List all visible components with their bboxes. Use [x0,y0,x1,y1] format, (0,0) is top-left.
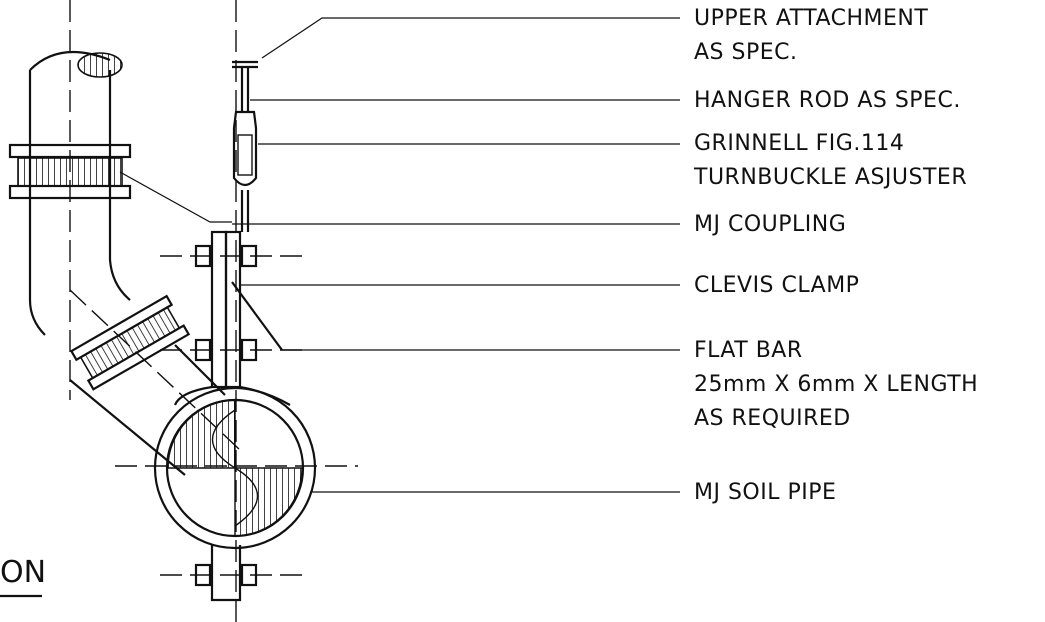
title-fragment: ON [0,555,46,590]
clamp-ear-left-top [173,385,213,406]
callout-labels: UPPER ATTACHMENT AS SPEC. HANGER ROD AS … [693,6,978,505]
pipe-cut-hatch [77,52,123,78]
callout-flat-bar-line1: FLAT BAR [694,338,803,363]
turnbuckle-body [232,110,258,187]
hanger-assembly [115,0,358,622]
leader-upper-attachment [261,17,680,59]
flat-bar [231,281,283,351]
clamp-ear-right-top [239,385,291,406]
turnbuckle-slot [237,134,253,176]
pipe-wall-left [28,70,46,336]
callout-hanger-rod: HANGER ROD AS SPEC. [694,88,961,113]
coupling-ring-top [8,143,132,159]
clamp-ring-outer [153,386,317,550]
coupling-leader [119,171,232,223]
pipe-section-hatch-bottom [234,467,303,537]
clamp-bottom-strap [210,545,242,602]
callout-upper-attachment-line1: UPPER ATTACHMENT [694,6,928,31]
callout-flat-bar-line2: 25mm X 6mm X LENGTH [694,372,978,397]
pipe-section-s-curve [211,409,259,527]
clevis-strap-right [224,230,242,389]
pipe-wall-right [108,70,131,301]
callout-turnbuckle-line2: TURNBUCKLE ASJUSTER [693,165,967,190]
leader-lines [0,17,680,598]
coupling-band [17,157,123,187]
callout-mj-soil-pipe: MJ SOIL PIPE [694,480,836,505]
clevis-strap-left [210,230,228,389]
callout-flat-bar-line3: AS REQUIRED [694,406,851,431]
diag-wall-lower [69,379,186,476]
pipe-section-hatch-top [167,399,236,469]
coupling-ring-bottom [8,184,132,200]
pipe-elevation [8,0,241,476]
callout-clevis-clamp: CLEVIS CLAMP [694,273,859,298]
callout-upper-attachment-line2: AS SPEC. [694,40,798,65]
angled-coupling [69,294,191,391]
callout-turnbuckle-line1: GRINNELL FIG.114 [694,131,904,156]
callout-mj-coupling: MJ COUPLING [694,212,846,237]
